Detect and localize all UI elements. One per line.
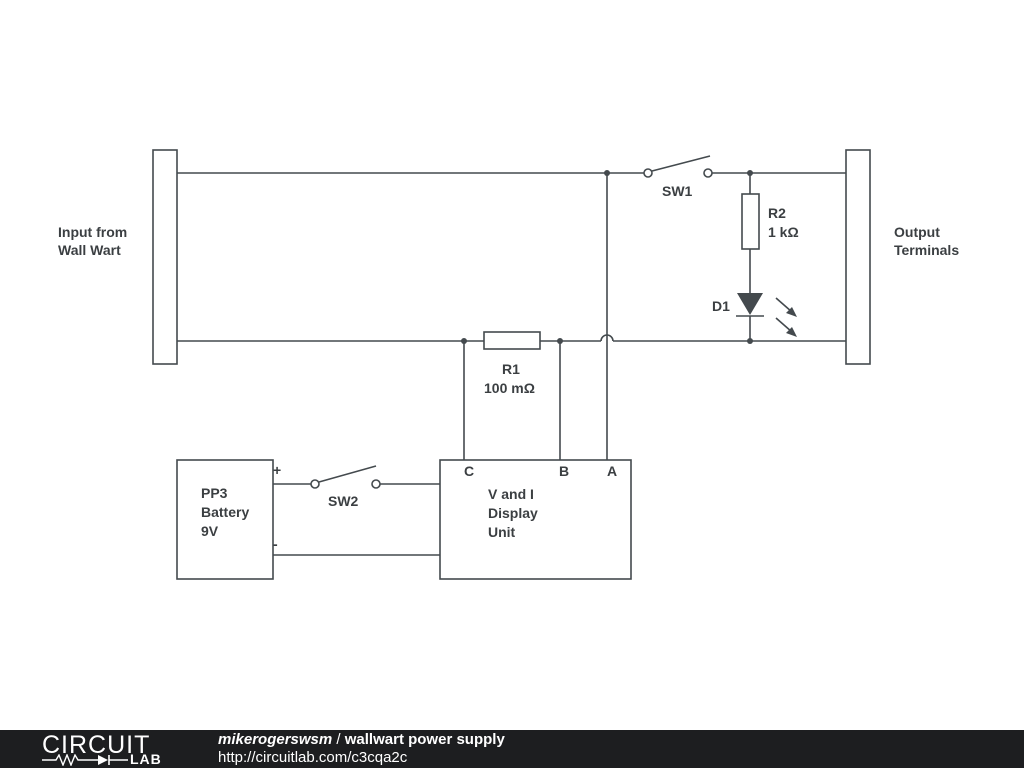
r1-name: R1	[502, 361, 520, 377]
pin-c-label: C	[464, 463, 474, 479]
logo-resistor-diode-icon	[42, 754, 128, 766]
battery-pp3	[176, 459, 274, 580]
circuit-url[interactable]: http://circuitlab.com/c3cqa2c	[218, 749, 408, 766]
led-d1	[736, 293, 797, 341]
input-label-line2: Wall Wart	[58, 242, 121, 258]
logo-text-lab: LAB	[130, 751, 162, 767]
output-label-line1: Output	[894, 224, 940, 240]
switch-sw1	[643, 155, 713, 178]
circuit-title[interactable]: wallwart power supply	[344, 731, 505, 748]
sw2-label: SW2	[328, 493, 359, 509]
d1-label: D1	[712, 298, 730, 314]
bottom-rail-wire	[177, 334, 846, 342]
resistor-r1	[483, 331, 541, 350]
r2-name: R2	[768, 205, 786, 221]
logo-text-circuit: CIRCUIT	[42, 731, 151, 759]
display-label-line1: V and I	[488, 486, 534, 502]
input-terminal-block	[152, 149, 178, 365]
sense-wires	[463, 173, 608, 460]
sw1-label: SW1	[662, 183, 693, 199]
battery-label-line3: 9V	[201, 523, 219, 539]
battery-minus: -	[273, 536, 278, 552]
display-label-line3: Unit	[488, 524, 516, 540]
circuit-meta: mikerogerswsm / wallwart power supply ht…	[218, 731, 505, 767]
pin-b-label: B	[559, 463, 569, 479]
display-unit	[439, 459, 632, 580]
output-terminal-block	[845, 149, 871, 365]
r1-value: 100 mΩ	[484, 380, 535, 396]
r2-value: 1 kΩ	[768, 224, 799, 240]
separator: /	[336, 731, 341, 748]
battery-label-line1: PP3	[201, 485, 228, 501]
pin-a-label: A	[607, 463, 617, 479]
battery-label-line2: Battery	[201, 504, 249, 520]
resistor-r2	[741, 173, 760, 293]
output-label-line2: Terminals	[894, 242, 959, 258]
battery-plus: +	[273, 462, 281, 478]
schematic-canvas: SW1 R2 1 kΩ D1 R1 100 mΩ	[58, 149, 959, 580]
input-label-line1: Input from	[58, 224, 127, 240]
switch-sw2	[273, 465, 440, 489]
junction-dots	[461, 170, 753, 344]
display-label-line2: Display	[488, 505, 538, 521]
author-link[interactable]: mikerogerswsm	[218, 731, 333, 748]
circuitlab-logo[interactable]: CIRCUIT LAB	[42, 732, 182, 766]
footer-bar: CIRCUIT LAB mikerogerswsm / wallwart pow…	[0, 730, 1024, 768]
